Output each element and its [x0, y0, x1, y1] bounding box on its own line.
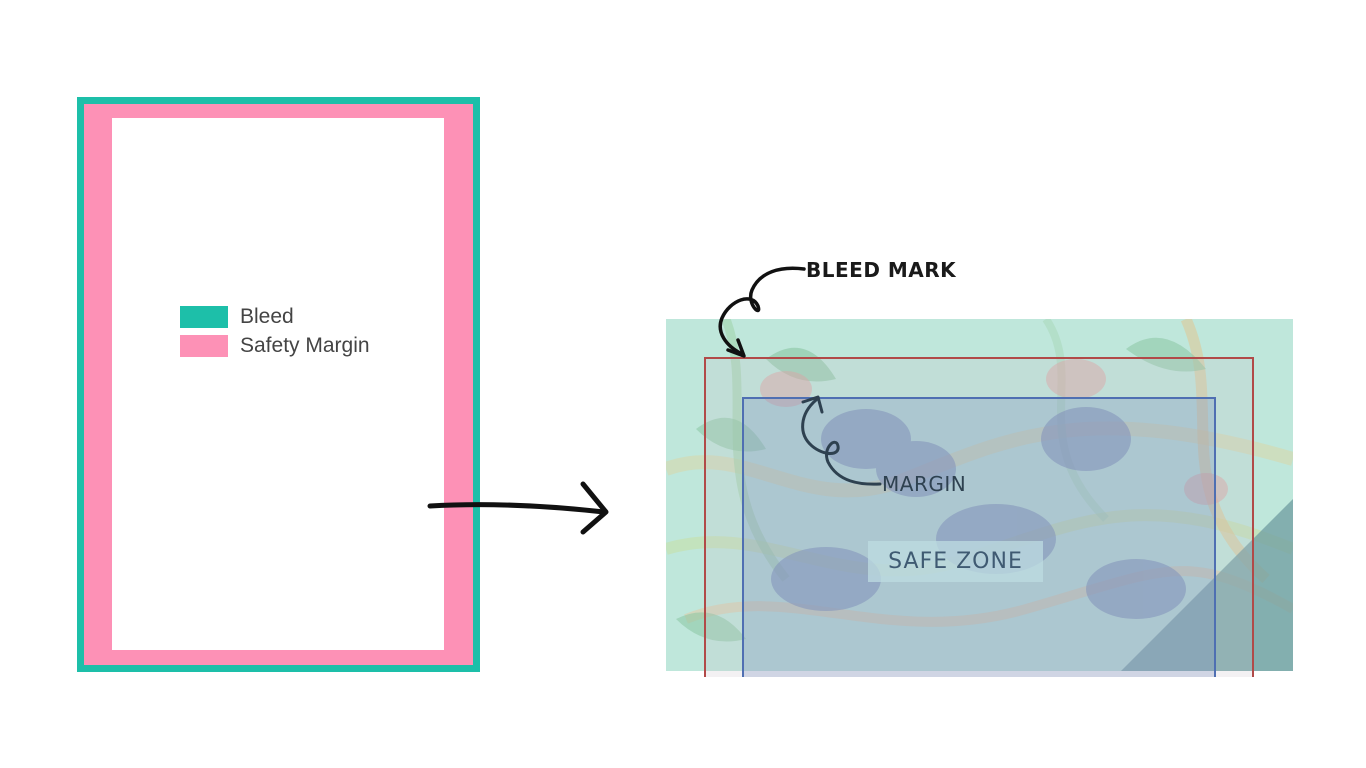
legend-label-bleed: Bleed	[240, 304, 294, 328]
legend-label-safety-margin: Safety Margin	[240, 333, 370, 357]
page-content-area	[112, 118, 444, 650]
safe-zone-label: SAFE ZONE	[868, 541, 1043, 582]
margin-frame	[742, 397, 1216, 677]
bleed-mark-frame	[704, 357, 1254, 677]
legend-swatch-safety-margin	[180, 334, 228, 357]
legend-swatch-bleed	[180, 305, 228, 328]
legend-item-safety-margin: Safety Margin	[180, 331, 420, 360]
margin-label: MARGIN	[882, 472, 967, 496]
bleed-mark-label: BLEED MARK	[806, 258, 957, 282]
legend: Bleed Safety Margin	[180, 302, 420, 360]
legend-item-bleed: Bleed	[180, 302, 420, 331]
